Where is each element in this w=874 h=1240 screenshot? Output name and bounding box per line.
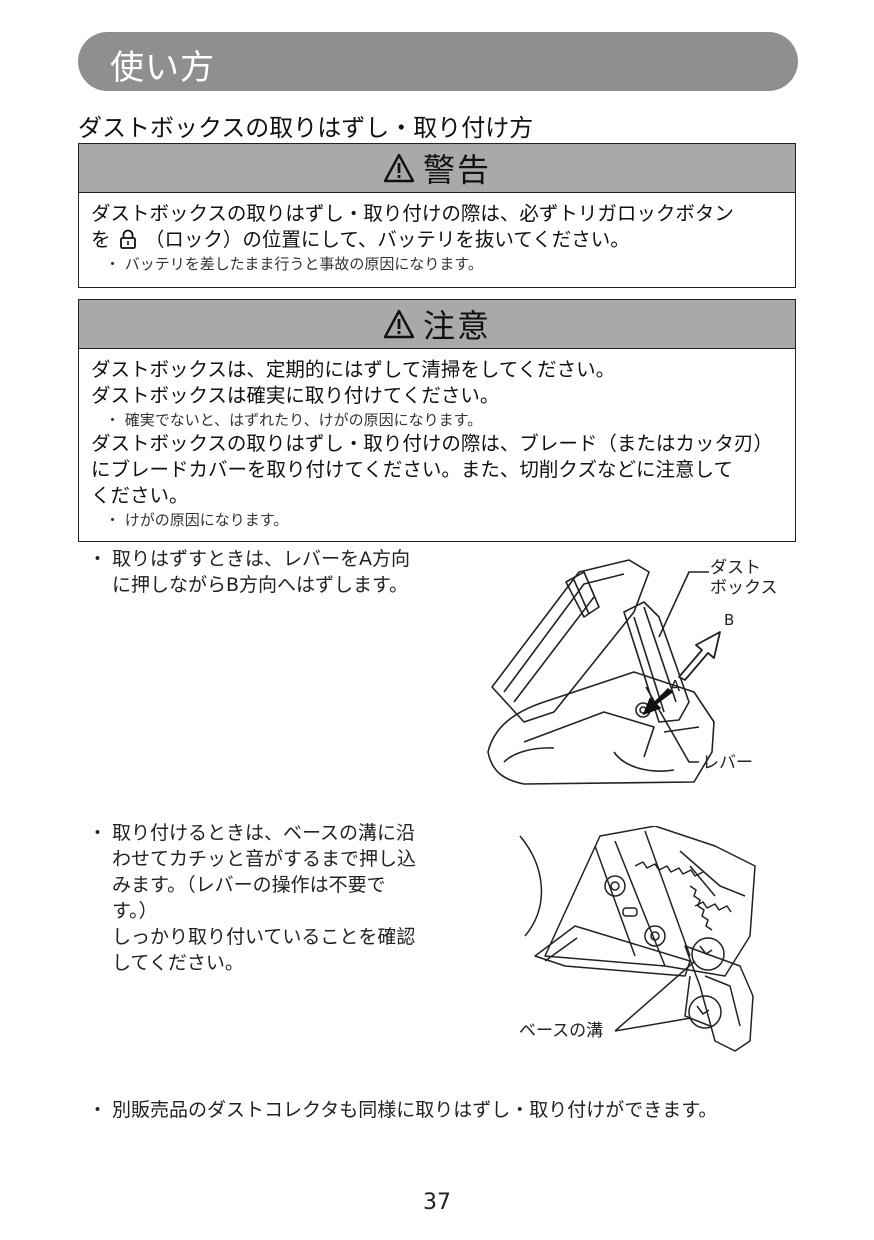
base-groove-illustration bbox=[519, 825, 756, 1052]
page-title: 使い方 bbox=[110, 48, 215, 88]
caution-line-1: ダストボックスは、定期的にはずして清掃をしてください。 bbox=[91, 358, 616, 381]
caution-body: ダストボックスは、定期的にはずして清掃をしてください。 ダストボックスは確実に取… bbox=[79, 349, 795, 531]
caution-line-3: ダストボックスの取りはずし・取り付けの際は、ブレード（またはカッタ刃） bbox=[91, 432, 773, 455]
section-title: ダストボックスの取りはずし・取り付け方 bbox=[78, 114, 534, 142]
label-dust-box-1: ダスト bbox=[710, 558, 761, 578]
warning-line-2: を （ロック）の位置にして、バッテリを抜いてください。 bbox=[91, 227, 783, 253]
label-base-groove: ベースの溝 bbox=[519, 1021, 604, 1041]
page-number: 37 bbox=[423, 1190, 451, 1215]
step-bullet: ・ bbox=[88, 1099, 108, 1121]
caution-line-5: ください。 bbox=[91, 484, 189, 507]
warning-line-1: ダストボックスの取りはずし・取り付けの際は、必ずトリガロックボタン bbox=[91, 202, 734, 225]
step-attach-line-2: わせてカチッと音がするまで押し込 bbox=[112, 848, 417, 870]
figure-removal: ダスト ボックス B A レバー bbox=[484, 552, 784, 787]
warning-line-2-prefix: を bbox=[91, 228, 111, 251]
warning-box: 警告 ダストボックスの取りはずし・取り付けの際は、必ずトリガロックボタン を （… bbox=[78, 143, 796, 288]
step-optional-line: 別販売品のダストコレクタも同様に取りはずし・取り付けができます。 bbox=[112, 1099, 718, 1121]
step-bullet: ・ bbox=[88, 822, 108, 844]
lock-icon bbox=[119, 229, 136, 249]
warning-note: ・ バッテリを差したまま行うと事故の原因になります。 bbox=[105, 255, 483, 273]
caution-box-header: 注意 bbox=[79, 300, 795, 349]
caution-note-2: ・ けがの原因になります。 bbox=[105, 511, 289, 529]
step-remove-line-2: に押しながらB方向へはずします。 bbox=[112, 574, 409, 596]
step-bullet: ・ bbox=[88, 548, 108, 570]
caution-note-1: ・ 確実でないと、はずれたり、けがの原因になります。 bbox=[105, 411, 483, 429]
step-attach-line-6: してください。 bbox=[112, 952, 244, 974]
warning-box-header: 警告 bbox=[79, 144, 795, 193]
step-attach-line-1: 取り付けるときは、ベースの溝に沿 bbox=[112, 822, 416, 844]
caution-line-2: ダストボックスは確実に取り付けてください。 bbox=[91, 384, 500, 407]
step-attach-line-3: みます。（レバーの操作は不要で bbox=[112, 874, 386, 896]
warning-line-2-suffix: （ロック）の位置にして、バッテリを抜いてください。 bbox=[144, 228, 630, 251]
caution-triangle-icon bbox=[383, 309, 415, 339]
caution-line-4: にブレードカバーを取り付けてください。また、切削クズなどに注意して bbox=[91, 458, 733, 481]
figure-attach: ベースの溝 bbox=[515, 825, 765, 1056]
label-dust-box-2: ボックス bbox=[710, 578, 778, 598]
dust-box-removal-illustration bbox=[487, 559, 721, 785]
label-lever: レバー bbox=[702, 753, 753, 773]
step-remove-line-1: 取りはずすときは、レバーをA方向 bbox=[112, 548, 410, 570]
warning-body: ダストボックスの取りはずし・取り付けの際は、必ずトリガロックボタン を （ロック… bbox=[79, 193, 795, 275]
caution-heading: 注意 bbox=[422, 307, 491, 345]
label-direction-b: B bbox=[724, 611, 735, 629]
step-attach-line-4: す。） bbox=[112, 900, 158, 922]
step-attach-line-5: しっかり取り付いていることを確認 bbox=[112, 926, 416, 948]
warning-triangle-icon bbox=[383, 153, 415, 183]
caution-box: 注意 ダストボックスは、定期的にはずして清掃をしてください。 ダストボックスは確… bbox=[78, 299, 796, 542]
warning-heading: 警告 bbox=[422, 151, 491, 189]
label-direction-a: A bbox=[670, 677, 681, 695]
header-bar: 使い方 bbox=[78, 32, 798, 91]
